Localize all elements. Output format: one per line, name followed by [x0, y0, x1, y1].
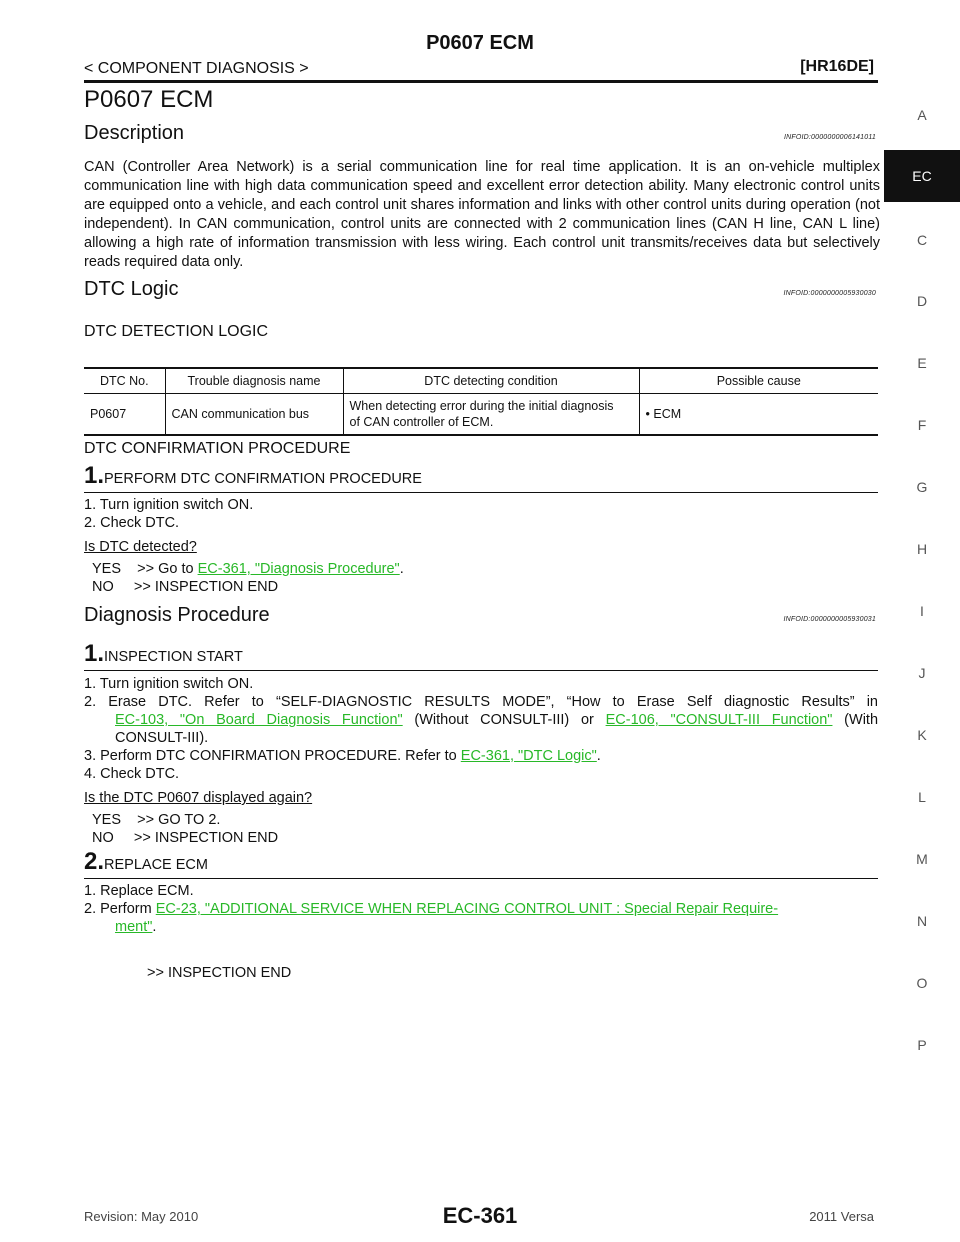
dtc-logic-infoid: INFOID:0000000005930030 — [783, 290, 876, 297]
step-title: REPLACE ECM — [104, 857, 208, 873]
diagnosis-step-2: 2.REPLACE ECM — [84, 848, 878, 879]
sidebar-letter-m[interactable]: M — [916, 851, 928, 867]
confirmation-heading: DTC CONFIRMATION PROCEDURE — [84, 440, 351, 457]
confirmation-line-1: 1. Turn ignition switch ON. — [84, 497, 254, 513]
sidebar-letter-h[interactable]: H — [916, 541, 928, 557]
step-number: 2. — [84, 848, 105, 875]
sidebar-letter-n[interactable]: N — [916, 913, 928, 929]
description-heading: Description — [84, 122, 185, 144]
th-possible-cause: Possible cause — [638, 367, 878, 394]
cell-trouble-name: CAN communication bus — [164, 393, 343, 436]
th-condition: DTC detecting condition — [342, 367, 639, 394]
th-dtc-no: DTC No. — [84, 367, 165, 394]
yes-suffix: . — [399, 561, 404, 577]
replace-line-1: 1. Replace ECM. — [84, 883, 194, 899]
link-additional-service-cont[interactable]: ment" — [115, 919, 153, 935]
step-number: 1. — [84, 640, 105, 667]
sidebar-letter-c[interactable]: C — [916, 232, 928, 248]
sidebar-letter-f[interactable]: F — [917, 417, 927, 433]
diag-line-3-prefix: 3. Perform DTC CONFIRMATION PROCEDURE. R… — [84, 748, 461, 764]
diagnosis-infoid: INFOID:0000000005930031 — [783, 616, 876, 623]
cell-dtc-no: P0607 — [84, 393, 165, 436]
description-infoid: INFOID:0000000006141011 — [783, 134, 876, 141]
diag-line-1: 1. Turn ignition switch ON. — [84, 676, 254, 692]
diag-line-2b-end: (With — [832, 712, 879, 728]
th-trouble-name: Trouble diagnosis name — [164, 367, 343, 394]
confirmation-no: NO >> INSPECTION END — [92, 579, 279, 595]
link-consult-iii-function[interactable]: EC-106, "CONSULT-III Function" — [605, 712, 833, 728]
diagnosis-no: NO >> INSPECTION END — [92, 830, 279, 846]
sidebar-letter-k[interactable]: K — [917, 727, 927, 743]
link-on-board-diagnosis[interactable]: EC-103, "On Board Diagnosis Function" — [115, 712, 403, 728]
table-header-row: DTC No. Trouble diagnosis name DTC detec… — [84, 367, 878, 394]
diag-line-4: 4. Check DTC. — [84, 766, 180, 782]
sidebar-letter-l[interactable]: L — [918, 789, 926, 805]
step-title: PERFORM DTC CONFIRMATION PROCEDURE — [104, 471, 422, 487]
confirmation-yes: YES >> Go to EC-361, "Diagnosis Procedur… — [92, 561, 404, 577]
link-additional-service[interactable]: EC-23, "ADDITIONAL SERVICE WHEN REPLACIN… — [155, 901, 779, 917]
header-rule — [84, 80, 878, 83]
link-diagnosis-procedure[interactable]: EC-361, "Diagnosis Procedure" — [197, 561, 400, 577]
footer-page-number: EC-361 — [442, 1203, 518, 1228]
confirmation-step-1: 1.PERFORM DTC CONFIRMATION PROCEDURE — [84, 462, 878, 493]
dtc-logic-heading: DTC Logic — [84, 278, 179, 300]
yes-prefix: YES >> Go to — [92, 561, 198, 577]
bullet-icon: • — [645, 407, 650, 421]
diagnosis-heading: Diagnosis Procedure — [84, 604, 270, 626]
condition-line-2: of CAN controller of ECM. — [349, 415, 494, 429]
diag-line-3: 3. Perform DTC CONFIRMATION PROCEDURE. R… — [84, 748, 601, 764]
diagnosis-step-1: 1.INSPECTION START — [84, 640, 878, 671]
step-title: INSPECTION START — [104, 649, 243, 665]
diag-line-2: 2. Erase DTC. Refer to “SELF-DIAGNOSTIC … — [84, 694, 878, 710]
confirmation-question: Is DTC detected? — [84, 539, 197, 555]
confirmation-line-2: 2. Check DTC. — [84, 515, 180, 531]
page-title: P0607 ECM — [84, 86, 214, 113]
diagnosis-yes: YES >> GO TO 2. — [92, 812, 221, 828]
header-section: < COMPONENT DIAGNOSIS > — [84, 60, 309, 77]
replace-line-2b: ment". — [115, 919, 156, 935]
description-text: CAN (Controller Area Network) is a seria… — [84, 159, 880, 270]
link-dtc-logic[interactable]: EC-361, "DTC Logic" — [460, 748, 597, 764]
header-title: P0607 ECM — [426, 32, 534, 54]
header-engine: [HR16DE] — [800, 58, 874, 75]
dtc-detection-logic-heading: DTC DETECTION LOGIC — [84, 323, 269, 340]
condition-line-1: When detecting error during the initial … — [349, 399, 614, 413]
inspection-end: >> INSPECTION END — [147, 965, 292, 981]
table-row: P0607 CAN communication bus When detecti… — [84, 393, 878, 436]
replace-line-2b-suffix: . — [152, 919, 157, 935]
cause-text: ECM — [653, 407, 682, 421]
step-number: 1. — [84, 462, 105, 489]
diagnosis-question: Is the DTC P0607 displayed again? — [84, 790, 313, 806]
diag-line-2b-mid: (Without CONSULT-III) or — [402, 712, 606, 728]
sidebar-letter-o[interactable]: O — [916, 975, 928, 991]
sidebar-letter-e[interactable]: E — [917, 355, 927, 371]
cell-condition: When detecting error during the initial … — [342, 393, 639, 436]
cell-possible-cause: • ECM — [638, 393, 878, 436]
footer-revision: Revision: May 2010 — [84, 1209, 199, 1224]
sidebar-letter-j[interactable]: J — [918, 665, 926, 681]
sidebar-letter-i[interactable]: I — [920, 603, 924, 619]
sidebar-letter-d[interactable]: D — [916, 293, 928, 309]
sidebar-tab-ec[interactable]: EC — [884, 150, 960, 202]
dtc-table: DTC No. Trouble diagnosis name DTC detec… — [84, 367, 878, 436]
replace-line-2: 2. Perform EC-23, "ADDITIONAL SERVICE WH… — [84, 901, 778, 917]
footer-model: 2011 Versa — [809, 1209, 874, 1224]
diag-line-2b: EC-103, "On Board Diagnosis Function" (W… — [115, 712, 878, 728]
replace-line-2-prefix: 2. Perform — [84, 901, 156, 917]
sidebar-letter-p[interactable]: P — [917, 1037, 927, 1053]
sidebar-letter-a[interactable]: A — [917, 107, 927, 123]
sidebar-letter-g[interactable]: G — [916, 479, 928, 495]
diag-line-3-suffix: . — [596, 748, 601, 764]
diag-line-2c: CONSULT-III). — [115, 730, 209, 746]
